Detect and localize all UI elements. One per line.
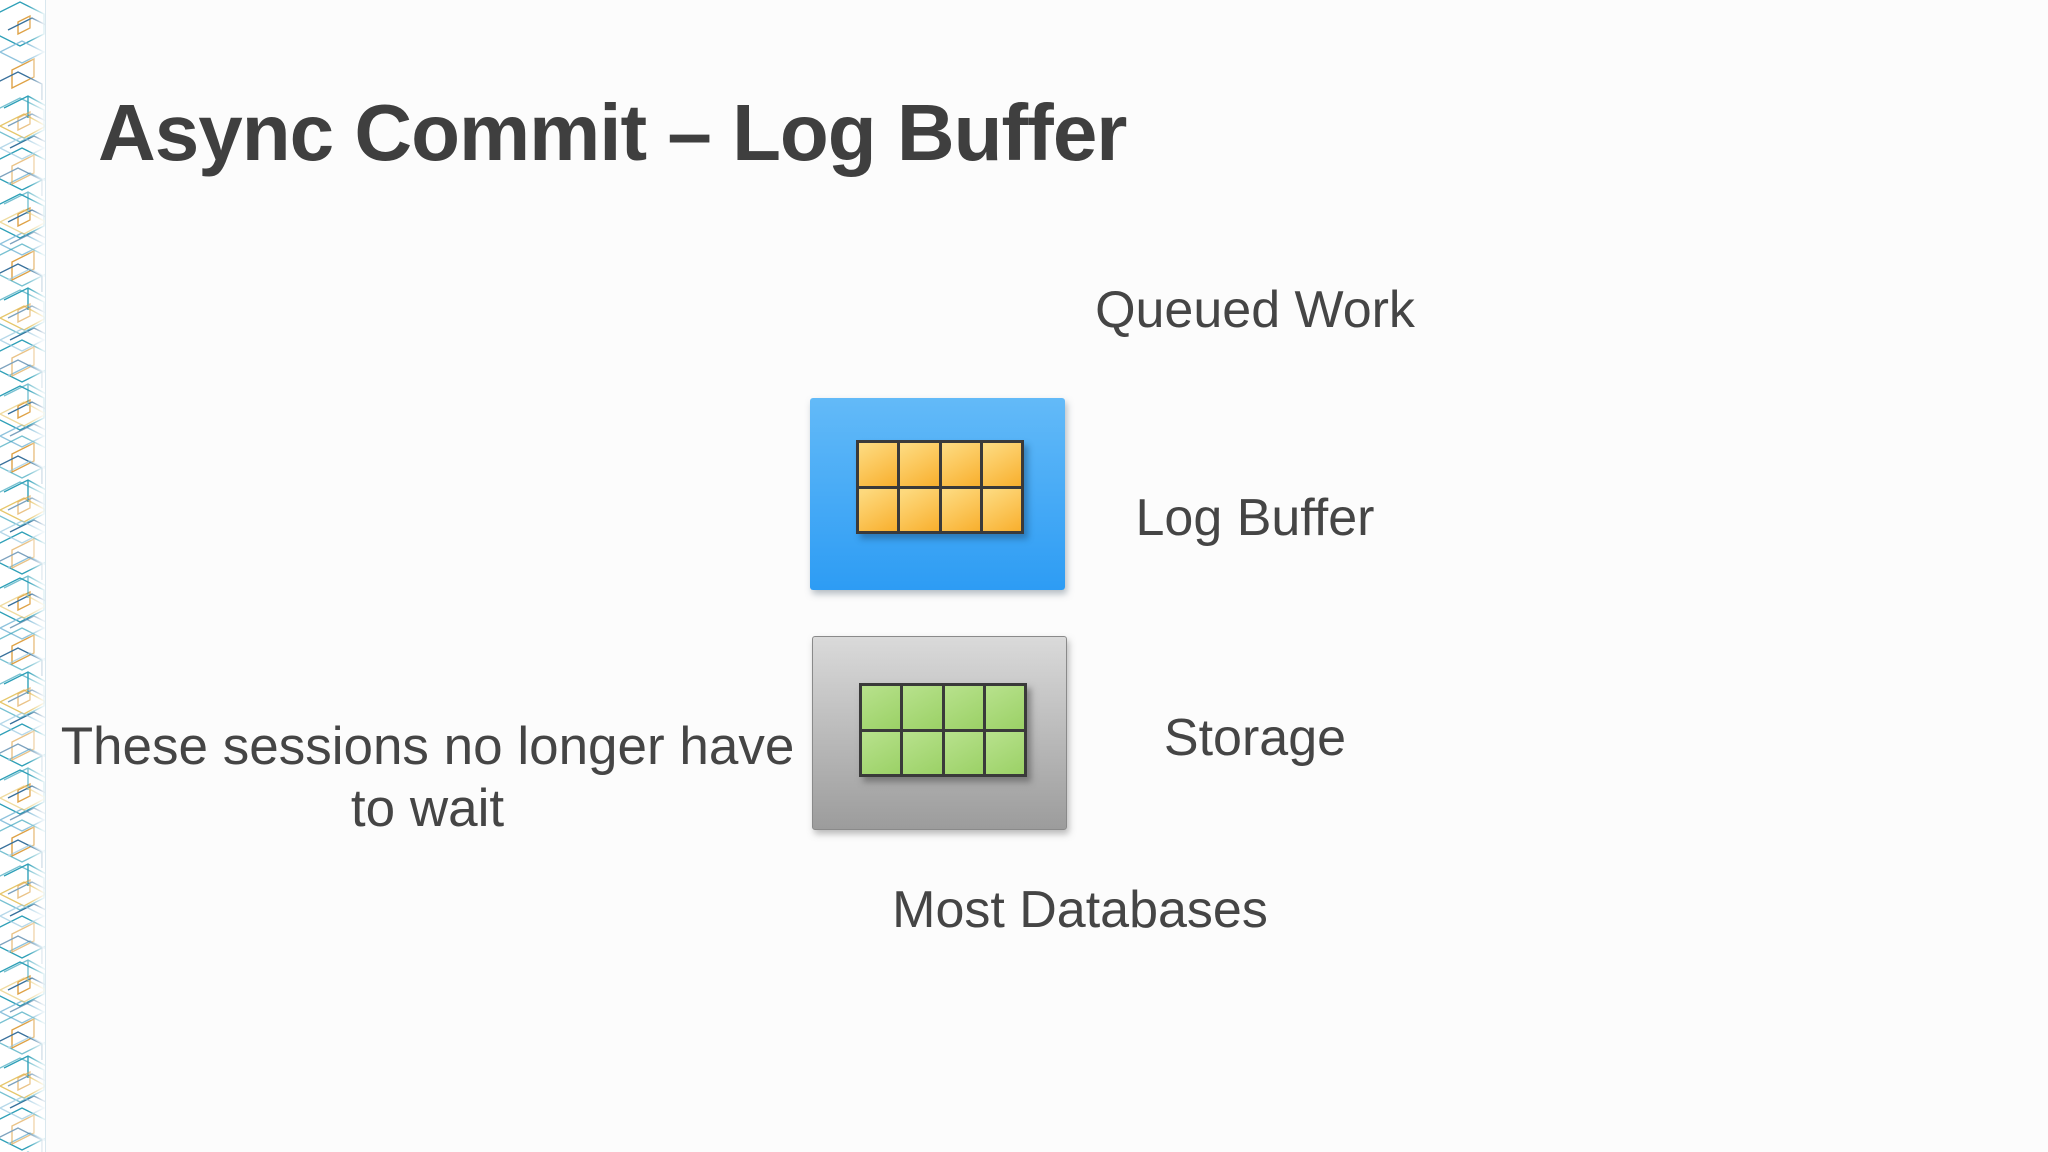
storage-cell [862, 686, 901, 729]
annotation-text: These sessions no longer have to wait [60, 717, 795, 838]
circuit-pattern-strip [0, 0, 46, 1152]
log-buffer-cell [982, 443, 1021, 486]
storage-cell [862, 731, 901, 774]
log-buffer-box [810, 398, 1065, 590]
storage-cell [944, 731, 983, 774]
log-buffer-cell [941, 488, 980, 531]
log-buffer-cell [900, 488, 939, 531]
log-buffer-cell [900, 443, 939, 486]
log-buffer-cell [982, 488, 1021, 531]
most-databases-label: Most Databases [892, 881, 1268, 939]
circuit-pattern-icon [0, 0, 46, 1152]
log-buffer-label: Log Buffer [1135, 489, 1375, 547]
storage-box [812, 636, 1067, 830]
log-buffer-cell-grid [856, 440, 1024, 534]
storage-label: Storage [1163, 709, 1347, 767]
log-buffer-cell [941, 443, 980, 486]
storage-cell-grid [859, 683, 1027, 777]
storage-cell [903, 686, 942, 729]
storage-cell [903, 731, 942, 774]
queued-work-label: Queued Work [1095, 281, 1415, 339]
storage-cell [985, 686, 1024, 729]
storage-cell [985, 731, 1024, 774]
slide-title: Async Commit – Log Buffer [98, 87, 1127, 177]
storage-cell [944, 686, 983, 729]
log-buffer-cell [859, 488, 898, 531]
log-buffer-cell [859, 443, 898, 486]
